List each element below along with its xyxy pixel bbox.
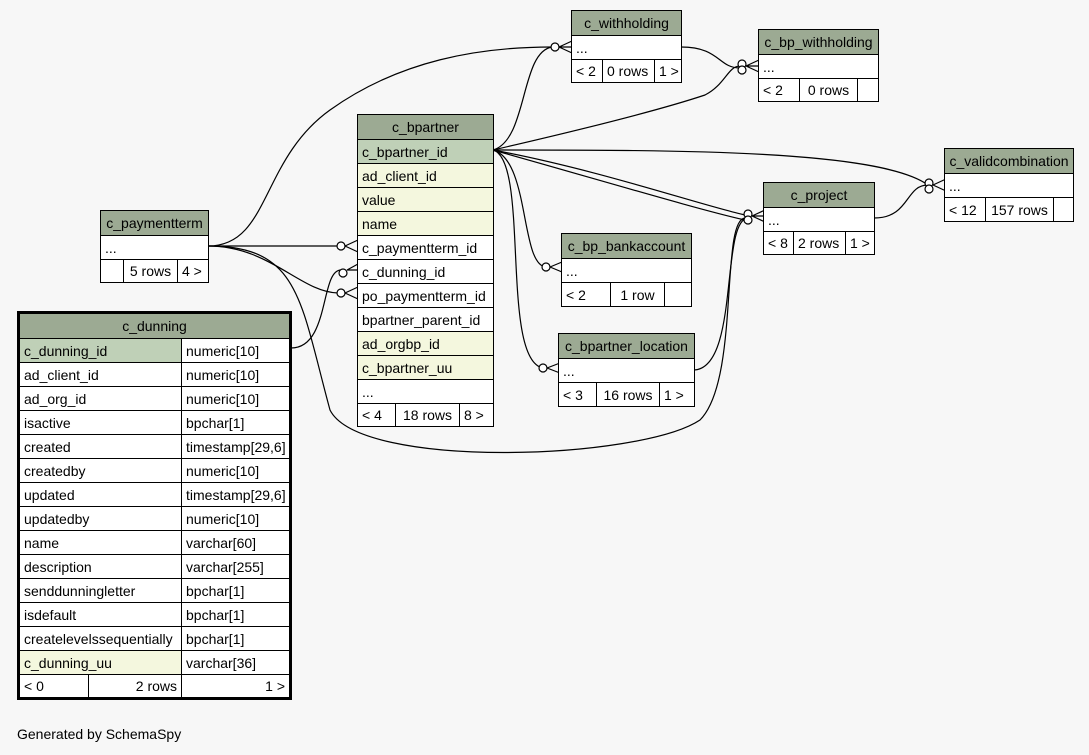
table-header: c_withholding <box>572 11 681 35</box>
edge-bpartner-location <box>492 149 544 369</box>
table-stats-row: < 2 0 rows <box>759 78 878 101</box>
table-more-row: ... <box>764 207 874 231</box>
column-row: created timestamp[29,6] <box>20 434 289 458</box>
crowfoot <box>546 362 561 374</box>
table-header: c_bp_bankaccount <box>562 234 691 258</box>
table-header: c_project <box>764 183 874 207</box>
table-stats-row: < 0 2 rows 1 > <box>20 674 289 697</box>
table-c-bp-bankaccount[interactable]: c_bp_bankaccount ... < 2 1 row <box>561 233 692 307</box>
edge-withholding-bpwithholding <box>680 46 741 69</box>
column-row: ad_client_id <box>358 163 493 187</box>
table-stats-row: < 4 18 rows 8 > <box>358 403 493 426</box>
crowfoot <box>346 263 359 271</box>
crowfoot <box>549 261 563 273</box>
column-row: createdby numeric[10] <box>20 458 289 482</box>
table-c-project[interactable]: c_project ... < 8 2 rows 1 > <box>763 182 875 255</box>
column-row: description varchar[255] <box>20 554 289 578</box>
column-row: ad_org_id numeric[10] <box>20 386 289 410</box>
table-c-withholding[interactable]: c_withholding ... < 2 0 rows 1 > <box>571 10 682 83</box>
crowfoot <box>745 59 760 73</box>
column-row: c_dunning_uu varchar[36] <box>20 650 289 674</box>
edge-paymentterm-bpartner-2 <box>207 245 339 294</box>
table-stats-row: < 2 0 rows 1 > <box>572 59 681 82</box>
table-more-row: ... <box>759 54 878 78</box>
column-row: c_dunning_id <box>358 259 493 283</box>
column-row: c_bpartner_id <box>358 139 493 163</box>
edge-bpartner-bankaccount <box>492 149 547 268</box>
table-stats-row: < 8 2 rows 1 > <box>764 231 874 254</box>
crowfoot <box>344 239 359 253</box>
column-row: name varchar[60] <box>20 530 289 554</box>
column-row: name <box>358 211 493 235</box>
table-stats-row: < 12 157 rows <box>945 197 1073 221</box>
edge-bpartner-bpwithholding <box>492 65 741 151</box>
edge-bpartner-project-2 <box>492 149 746 221</box>
table-stats-row: < 2 1 row <box>562 282 691 306</box>
table-header: c_validcombination <box>945 149 1073 173</box>
column-row: c_paymentterm_id <box>358 235 493 259</box>
edge-end-marker <box>924 184 934 194</box>
edge-end-marker <box>550 42 560 52</box>
column-row: updated timestamp[29,6] <box>20 482 289 506</box>
table-c-dunning[interactable]: c_dunning c_dunning_id numeric[10] ad_cl… <box>17 311 292 700</box>
table-more-row: ... <box>358 379 493 403</box>
column-row: c_bpartner_uu <box>358 355 493 379</box>
edge-dunning-bpartner <box>290 269 342 349</box>
crowfoot <box>558 40 573 54</box>
table-stats-row: < 3 16 rows 1 > <box>559 382 694 406</box>
crowfoot <box>751 209 766 223</box>
crowfoot <box>932 178 947 192</box>
table-c-bpartner[interactable]: c_bpartner c_bpartner_id ad_client_id va… <box>357 114 494 427</box>
table-c-validcombination[interactable]: c_validcombination ... < 12 157 rows <box>944 148 1074 222</box>
edge-end-marker <box>743 215 753 225</box>
footer-generated-by: Generated by SchemaSpy <box>17 726 182 742</box>
table-more-row: ... <box>945 173 1073 197</box>
table-header: c_dunning <box>20 314 289 338</box>
edge-project-validcombination <box>873 184 929 219</box>
column-row: value <box>358 187 493 211</box>
edge-end-marker <box>336 241 346 251</box>
edge-end-marker <box>541 262 551 272</box>
table-more-row: ... <box>572 35 681 59</box>
column-row: senddunningletter bpchar[1] <box>20 578 289 602</box>
column-row: ad_client_id numeric[10] <box>20 362 289 386</box>
table-header: c_bpartner_location <box>559 334 694 358</box>
column-row: ad_orgbp_id <box>358 331 493 355</box>
column-row: c_dunning_id numeric[10] <box>20 338 289 362</box>
edge-paymentterm-withholding <box>207 46 553 247</box>
edge-bpartner-withholding <box>492 46 553 151</box>
table-c-bp-withholding[interactable]: c_bp_withholding ... < 2 0 rows <box>758 29 879 102</box>
edge-end-marker <box>538 363 548 373</box>
edge-location-project <box>692 217 749 371</box>
edge-end-marker <box>338 268 348 278</box>
table-header: c_bpartner <box>358 115 493 139</box>
table-more-row: ... <box>101 235 208 259</box>
column-row: po_paymentterm_id <box>358 283 493 307</box>
column-row: updatedby numeric[10] <box>20 506 289 530</box>
table-header: c_paymentterm <box>101 211 208 235</box>
table-c-bpartner-location[interactable]: c_bpartner_location ... < 3 16 rows 1 > <box>558 333 695 407</box>
table-more-row: ... <box>559 358 694 382</box>
table-stats-row: 5 rows 4 > <box>101 259 208 282</box>
table-c-paymentterm[interactable]: c_paymentterm ... 5 rows 4 > <box>100 210 209 283</box>
edge-end-marker <box>336 288 346 298</box>
column-row: isdefault bpchar[1] <box>20 602 289 626</box>
column-row: isactive bpchar[1] <box>20 410 289 434</box>
table-more-row: ... <box>562 258 691 282</box>
column-row: bpartner_parent_id <box>358 307 493 331</box>
edge-paymentterm-project <box>207 217 746 454</box>
edge-end-marker <box>737 65 747 75</box>
crowfoot <box>344 286 359 300</box>
edge-bpartner-validcombination <box>492 149 929 186</box>
edge-bpartner-project-1 <box>492 149 746 216</box>
column-row: createlevelssequentially bpchar[1] <box>20 626 289 650</box>
table-header: c_bp_withholding <box>759 30 878 54</box>
